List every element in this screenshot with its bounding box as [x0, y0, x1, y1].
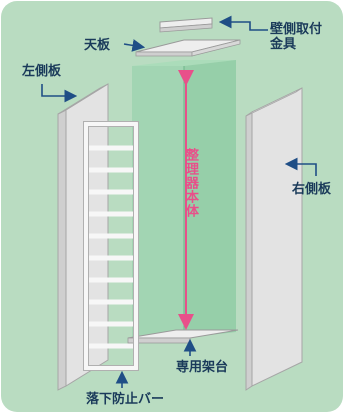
top-board-label: 天板 — [84, 38, 111, 53]
wall-bracket-part — [159, 17, 213, 33]
right-side-board-part — [245, 87, 303, 391]
label-arrows — [41, 15, 317, 388]
top-board-arrow — [123, 39, 146, 52]
dedicated-stand-label: 専用架台 — [176, 360, 229, 375]
left-side-board-arrow — [41, 84, 78, 103]
wall-bracket-label: 壁側取付 金具 — [270, 22, 323, 52]
fall-prevention-bar-label: 落下防止バー — [86, 392, 165, 407]
right-side-board-arrow — [284, 157, 317, 176]
top-board-part — [135, 39, 241, 57]
wall-bracket-arrow — [218, 15, 268, 31]
left-side-board-label: 左側板 — [22, 64, 62, 79]
fall-prevention-bar-part — [83, 121, 139, 371]
right-side-board-label: 右側板 — [292, 182, 332, 197]
organizer-body-part — [132, 60, 236, 338]
organizer-body-label: 整理器本体 — [183, 148, 198, 218]
